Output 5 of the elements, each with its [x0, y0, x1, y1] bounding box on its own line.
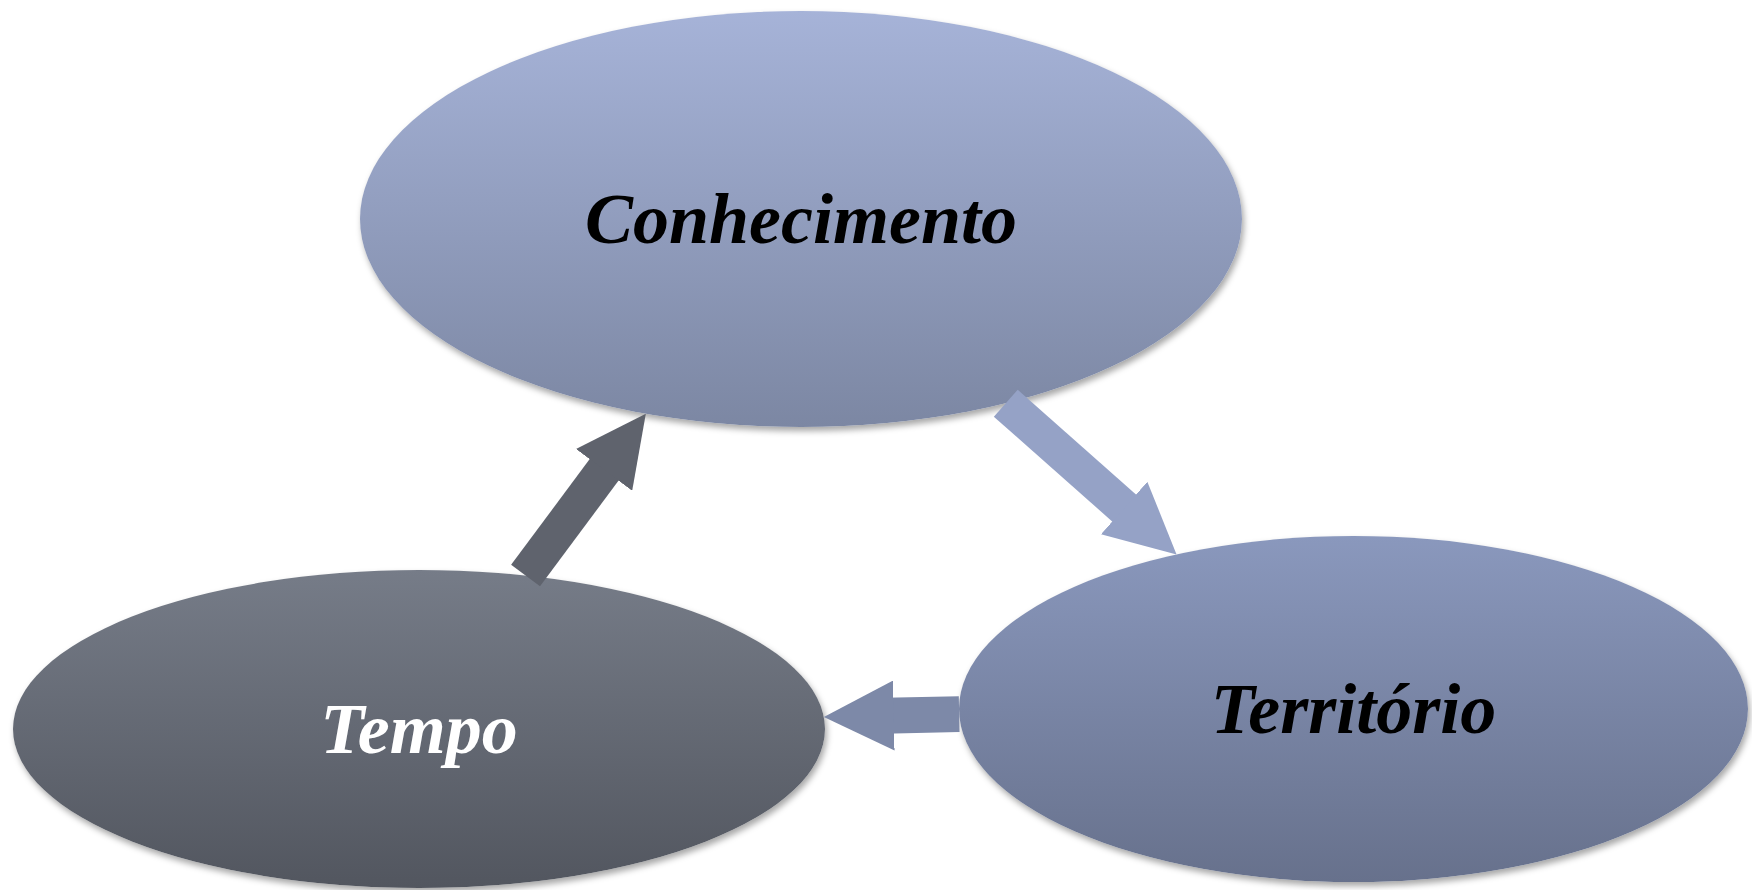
- block-arrow: [511, 413, 646, 587]
- block-arrow: [993, 389, 1177, 555]
- node-label: Conhecimento: [584, 183, 1017, 255]
- node-label: Território: [1210, 673, 1497, 745]
- block-arrow: [823, 680, 960, 751]
